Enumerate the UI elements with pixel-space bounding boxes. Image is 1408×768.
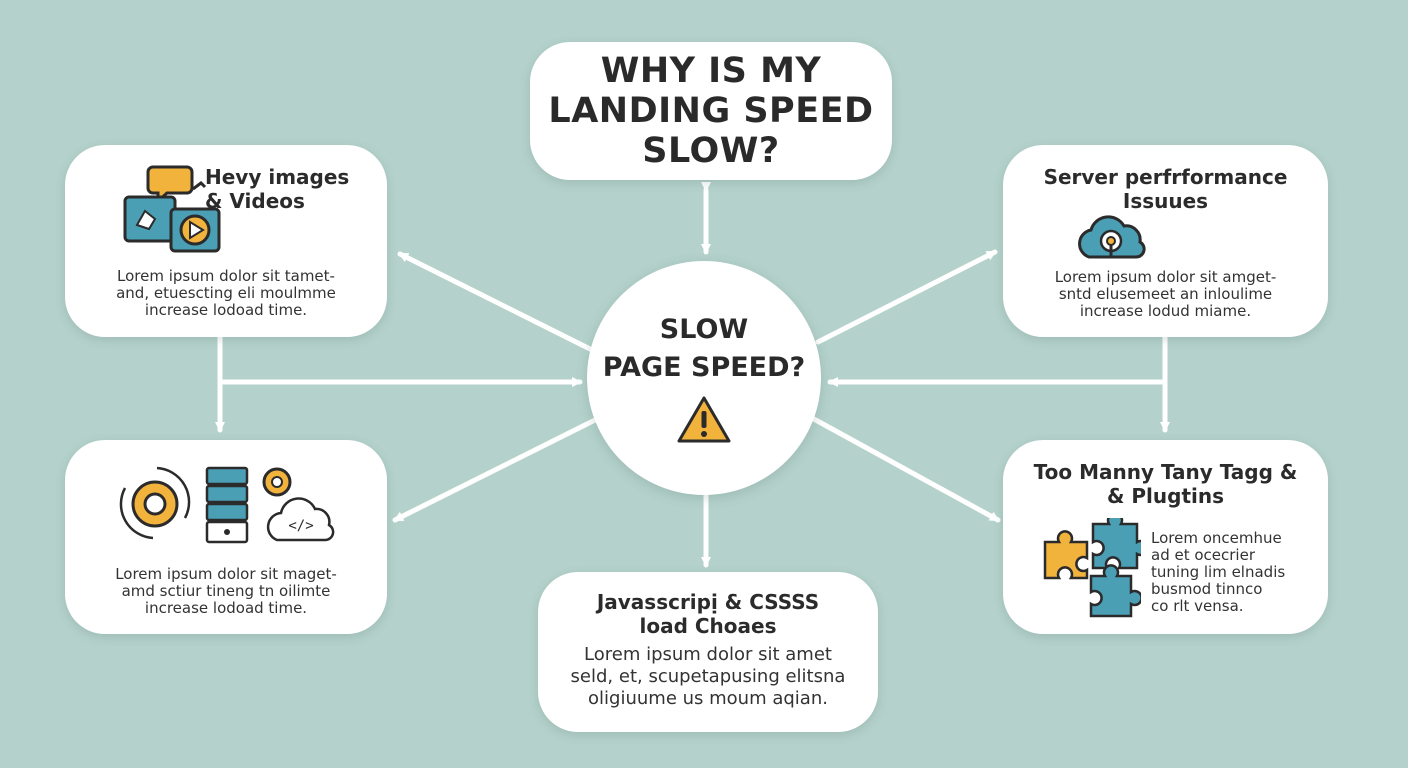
card-title-line: Javasscripị & CSSSS: [596, 590, 820, 614]
hub-circle: SLOW PAGE SPEED?: [587, 261, 821, 495]
card-title-line: & Plugtins: [1106, 484, 1225, 508]
desc-line: Lorem ipsum dolor sit amet: [584, 644, 832, 665]
arrow-hub-server: [815, 249, 998, 345]
desc-line: increase lodoad time.: [144, 599, 308, 617]
card-title-line: Issuues: [1122, 189, 1209, 213]
card-title-line: Server perfrformance: [1043, 165, 1288, 189]
desc-line: sntd elusemeet an inloulime: [1058, 285, 1273, 303]
card-server-performance: Server perfrformance Issuues Lorem ipsum…: [1003, 145, 1328, 337]
image-icon: [123, 195, 177, 243]
card-javascript-css: Javasscripị & CSSSS load Choaes Lorem i…: [538, 572, 878, 732]
gear-icon: [262, 467, 292, 497]
desc-line: Lorem oncemhue: [1151, 529, 1282, 547]
arrow-hub-tags: [809, 415, 1001, 523]
card-title: Hevy images & Videos: [205, 165, 385, 213]
card-title-line: Hevy images: [205, 165, 350, 189]
arrow-hub-images: [397, 251, 595, 353]
card-title: Javasscripị & CSSSS load Choaes: [538, 590, 878, 638]
cloud-code-icon: </>: [266, 497, 335, 542]
desc-line: tuning lim elnadis: [1151, 563, 1286, 581]
desc-line: Lorem ipsum dolor sit tamet-: [117, 267, 335, 285]
desc-line: seld, et, scupetapusing elitsna: [570, 666, 846, 687]
hub-line: SLOW: [659, 314, 749, 345]
play-icon: [169, 207, 221, 253]
code-glyph: </>: [288, 518, 313, 534]
card-description: Lorem ipsum dolor sit amet seld, et, scu…: [548, 644, 868, 710]
media-icon-group: [123, 165, 221, 253]
card-description: Lorem ipsum dolor sit amget- sntd elusem…: [1013, 269, 1318, 320]
title-line: WHY IS MY: [600, 51, 822, 91]
card-title-line: & Videos: [205, 189, 305, 213]
desc-line: co rlt vensa.: [1151, 597, 1244, 615]
card-title-line: load Choaes: [639, 614, 777, 638]
arrow-hub-scripts: [392, 417, 598, 523]
hub-line: PAGE SPEED?: [602, 352, 806, 383]
cloud-icon: [1078, 215, 1146, 259]
desc-line: amd sctiur tineng tn oilimte: [121, 582, 331, 600]
card-description: Lorem ipsum dolor sit maget- amd sctiur …: [75, 566, 377, 617]
card-tags-plugins: Too Manny Tany Tagg & & Plugtins Lorem o…: [1003, 440, 1328, 634]
desc-line: Lorem ipsum dolor sit maget-: [115, 565, 337, 583]
desc-line: busmod tinnco: [1151, 580, 1263, 598]
card-heavy-images: Hevy images & Videos Lorem ipsum dolor s…: [65, 145, 387, 337]
desc-line: oligiuume us moum aqian.: [588, 688, 828, 709]
desc-line: Lorem ipsum dolor sit amget-: [1054, 268, 1277, 286]
warning-icon: [677, 396, 731, 443]
card-title: Too Manny Tany Tagg & & Plugtins: [1003, 460, 1328, 508]
card-description: Lorem ipsum dolor sit tamet- and, etuesc…: [75, 268, 377, 319]
gear-cycle-icon: [119, 466, 191, 540]
server-icon: [205, 466, 249, 544]
title-line: SLOW?: [642, 131, 780, 171]
puzzle-icon: [1043, 518, 1141, 618]
card-description: Lorem oncemhue ad et ocecrier tuning lim…: [1151, 530, 1321, 615]
title-card: WHY IS MY LANDING SPEED SLOW?: [530, 42, 892, 180]
title-line: LANDING SPEED: [548, 91, 874, 131]
desc-line: ad et ocecrier: [1151, 546, 1255, 564]
desc-line: increase lodud miame.: [1079, 302, 1252, 320]
desc-line: increase lodoad time.: [144, 301, 308, 319]
card-title-line: Too Manny Tany Tagg &: [1033, 460, 1298, 484]
card-title: Server perfrformance Issuues: [1003, 165, 1328, 213]
desc-line: and, etuescting eli moulmme: [116, 284, 336, 302]
process-icon-group: </>: [119, 466, 335, 544]
card-server-scripts: </> Lorem ipsum dolor sit maget- amd sct…: [65, 440, 387, 634]
